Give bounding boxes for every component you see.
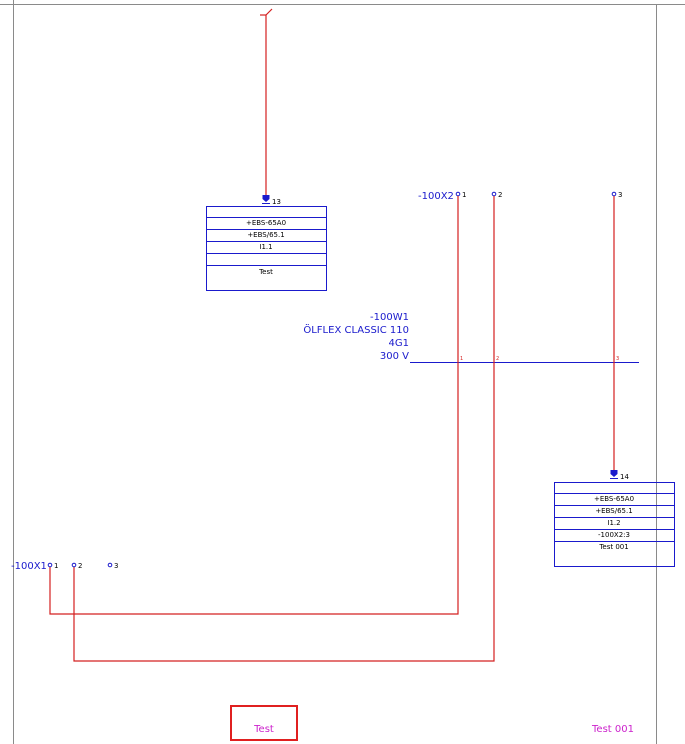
device-box-1-row-5: Test xyxy=(258,268,273,276)
cable-core-2: 2 xyxy=(496,356,499,362)
strip-x1-terminal-1[interactable]: 1 xyxy=(47,562,58,570)
strip-x2-terminal-1[interactable]: 1 xyxy=(455,191,466,199)
strip-x2-terminal-2-number: 2 xyxy=(498,191,502,199)
cable-core-1: 1 xyxy=(460,356,463,362)
strip-x1-terminal-3[interactable]: 3 xyxy=(107,562,118,570)
device-box-2-row-1: +EBS-65A0 xyxy=(594,495,634,503)
wire-x2-1-to-x1-1[interactable] xyxy=(49,196,459,615)
strip-x2-label: -100X2 xyxy=(418,191,454,202)
strip-x1-terminal-1-number: 1 xyxy=(54,562,58,570)
device-box-2-row-2: +EBS/65.1 xyxy=(595,507,632,515)
cable-line-4: 300 V xyxy=(380,351,409,362)
strip-x2-terminal-3-number: 3 xyxy=(618,191,622,199)
footer-label-left[interactable]: Test xyxy=(253,724,274,735)
cable-core-3: 3 xyxy=(616,356,619,362)
device-box-2-row-3: I1.2 xyxy=(607,519,620,527)
cable-line-1: -100W1 xyxy=(370,312,409,323)
cable-line-3: 4G1 xyxy=(389,338,409,349)
device-box-1-row-2: +EBS/65.1 xyxy=(247,231,284,239)
terminal-number-14: 14 xyxy=(620,473,629,481)
device-box-1-row-3: I1.1 xyxy=(259,243,272,251)
cable-designation: -100W1 ÖLFLEX CLASSIC 110 4G1 300 V xyxy=(303,312,409,362)
device-box-2-row-5: Test 001 xyxy=(598,543,628,551)
cable-line-2: ÖLFLEX CLASSIC 110 xyxy=(303,323,409,336)
strip-x2-terminal-3[interactable]: 3 xyxy=(611,191,622,199)
selection-highlight xyxy=(230,705,298,741)
top-conductor[interactable] xyxy=(260,8,273,196)
strip-x1-terminal-2[interactable]: 2 xyxy=(71,562,82,570)
terminal-number-13: 13 xyxy=(272,198,281,206)
device-box-1[interactable]: +EBS-65A0 +EBS/65.1 I1.1 Test xyxy=(206,206,327,291)
strip-x1-terminal-3-number: 3 xyxy=(114,562,118,570)
device-box-2-row-4: -100X2:3 xyxy=(598,531,630,539)
wire-x2-2-to-x1-2[interactable] xyxy=(73,196,495,662)
strip-x2-terminal-2[interactable]: 2 xyxy=(491,191,502,199)
connection-arrow-13 xyxy=(262,195,270,204)
strip-x1-label: -100X1 xyxy=(11,561,47,572)
strip-x1-terminal-2-number: 2 xyxy=(78,562,82,570)
footer-label-right[interactable]: Test 001 xyxy=(591,724,634,735)
strip-x2-terminal-1-number: 1 xyxy=(462,191,466,199)
device-box-2[interactable]: +EBS-65A0 +EBS/65.1 I1.2 -100X2:3 Test 0… xyxy=(554,482,675,567)
device-box-1-row-1: +EBS-65A0 xyxy=(246,219,286,227)
connection-arrow-14 xyxy=(610,470,618,479)
